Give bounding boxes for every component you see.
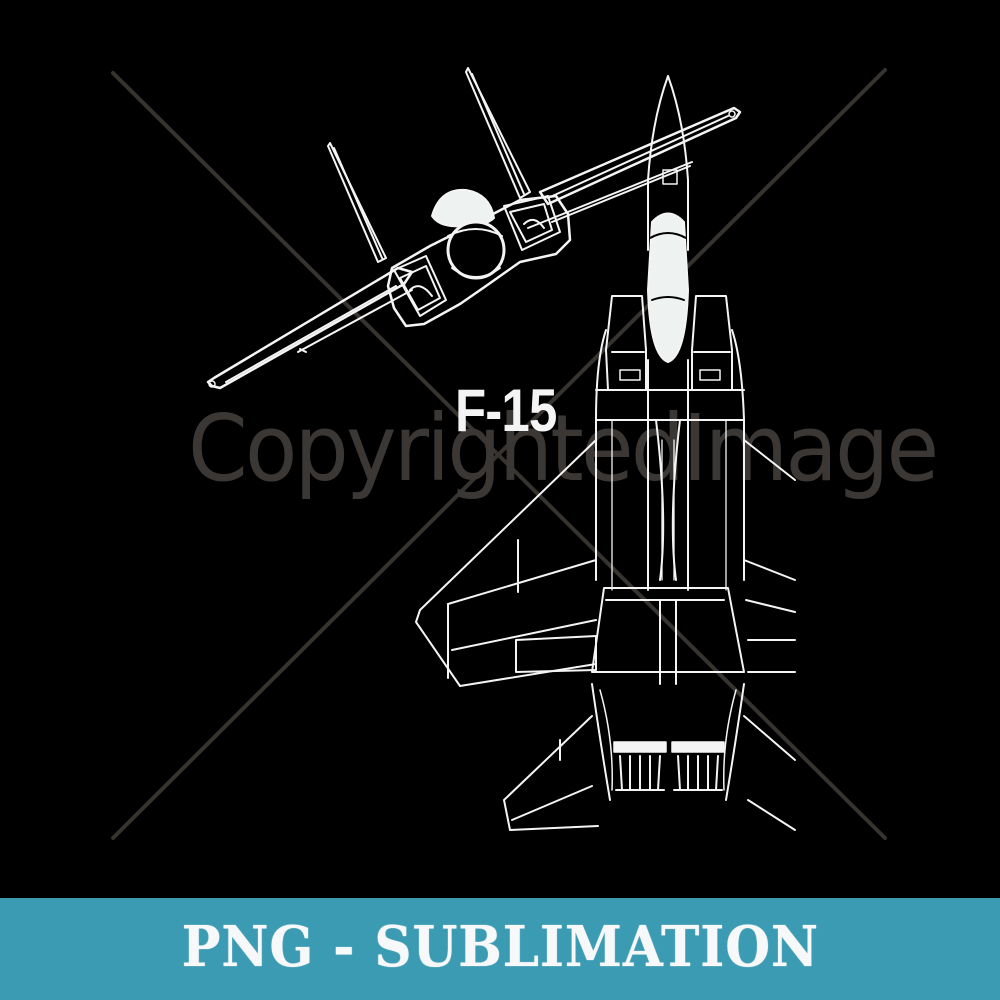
banner-label: PNG - SUBLIMATION bbox=[181, 914, 819, 980]
jet-front-view-drawing bbox=[206, 67, 742, 390]
model-title: F-15 bbox=[455, 377, 557, 444]
artwork-canvas: CopyrightedImage bbox=[111, 67, 940, 840]
jet-top-view-drawing bbox=[415, 75, 796, 831]
watermark-cross-lines bbox=[111, 68, 887, 840]
format-banner: PNG - SUBLIMATION bbox=[0, 898, 1000, 1000]
